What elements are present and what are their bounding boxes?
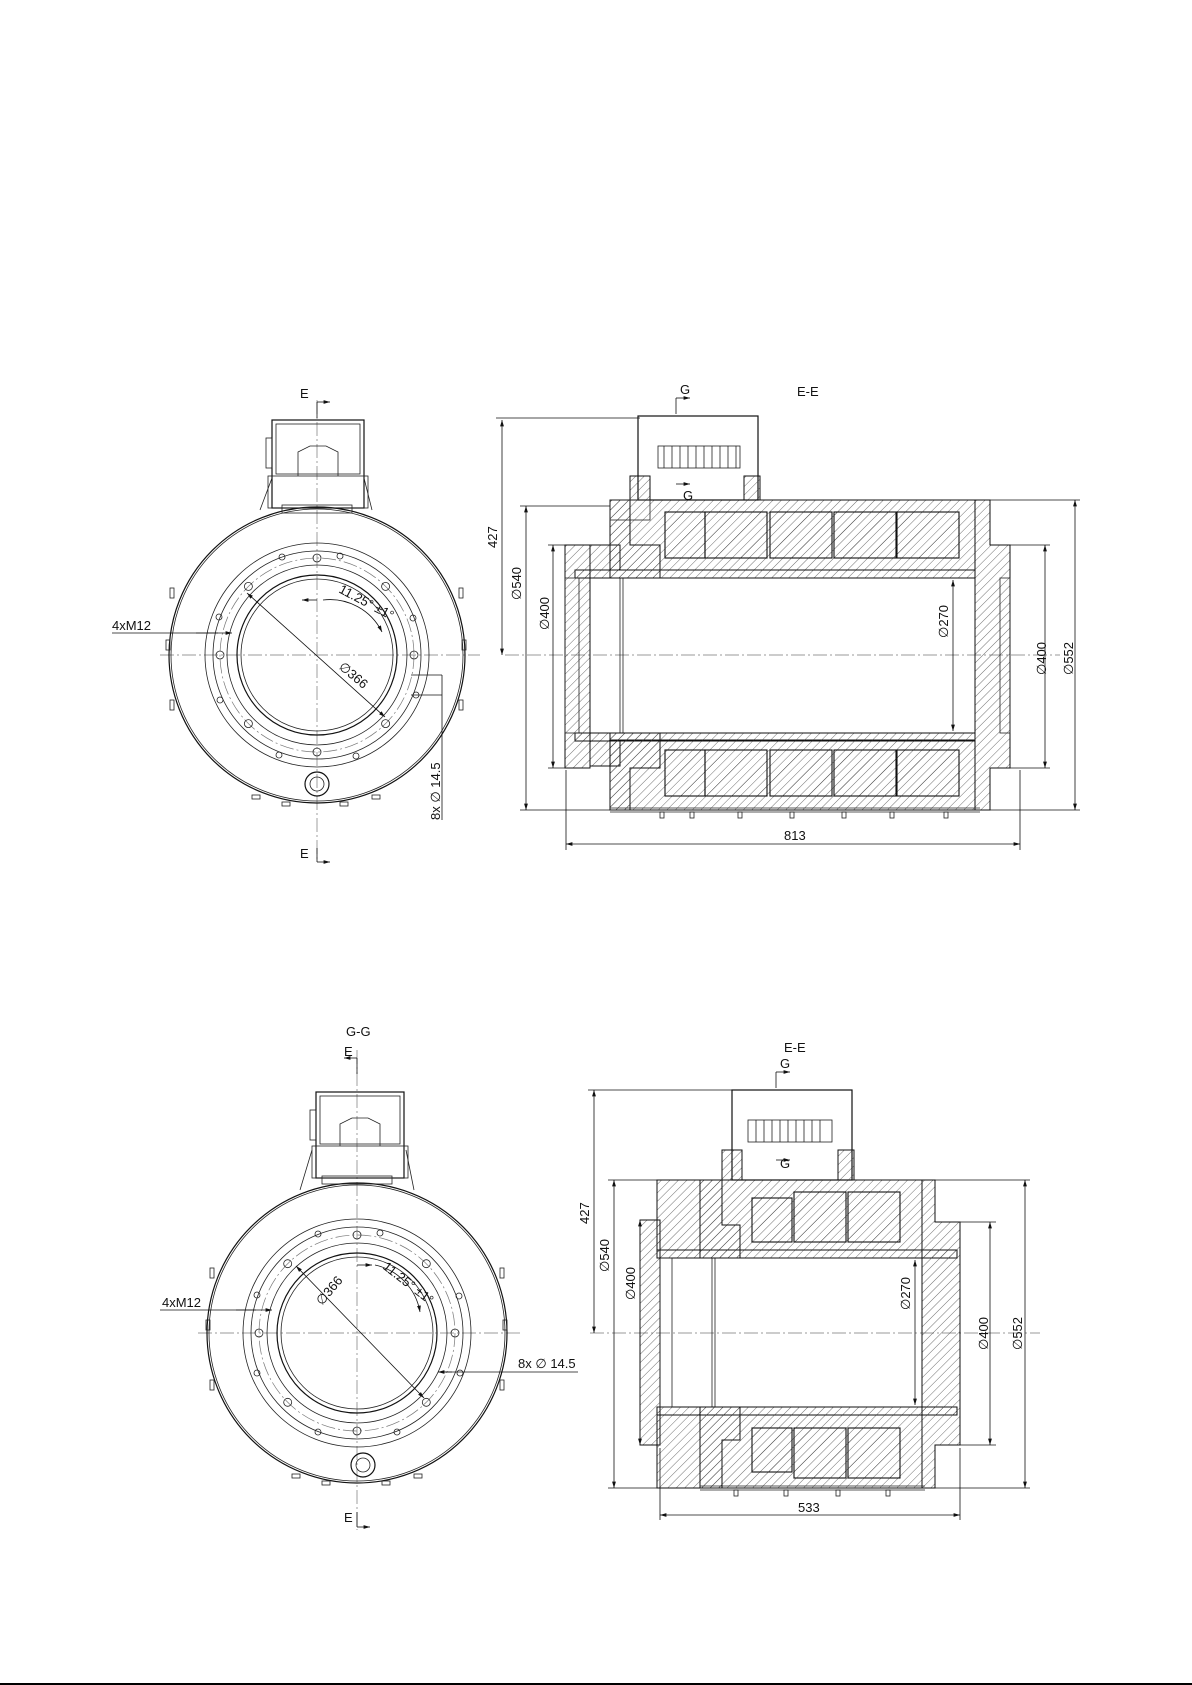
- svg-text:∅400: ∅400: [976, 1317, 991, 1350]
- section-title-e-e: E-E: [797, 384, 819, 399]
- section-marker-g-inner-2: G: [780, 1156, 790, 1171]
- hole-callout-label: 8x ∅ 14.5: [428, 762, 443, 820]
- section-marker-g: G: [680, 382, 690, 397]
- dim-dia-552-2: ∅552: [1010, 1317, 1025, 1350]
- dim-dia-400-left-2: ∅400: [623, 1267, 638, 1300]
- section-marker-e-top: E: [300, 386, 309, 401]
- dim-length-533: 533: [798, 1500, 820, 1515]
- hole-callout-label-2: 8x ∅ 14.5: [518, 1356, 576, 1371]
- dim-dia-540: ∅540: [509, 567, 524, 600]
- dim-dia-270-2: ∅270: [898, 1277, 913, 1310]
- section-marker-g-2: G: [780, 1056, 790, 1071]
- dim-dia-400-left: ∅400: [537, 597, 552, 630]
- section-marker-e-bottom: E: [300, 846, 309, 861]
- svg-text:∅400: ∅400: [623, 1267, 638, 1300]
- dim-height-427-2: 427: [577, 1202, 592, 1224]
- bottom-front-view: [160, 1050, 578, 1530]
- dim-length-813: 813: [784, 828, 806, 843]
- section-title-e-e-2: E-E: [784, 1040, 806, 1055]
- dim-dia-540-2: ∅540: [597, 1239, 612, 1272]
- svg-text:∅552: ∅552: [1061, 642, 1076, 675]
- section-title-g-g: G-G: [346, 1024, 371, 1039]
- svg-text:∅552: ∅552: [1010, 1317, 1025, 1350]
- svg-text:∅366: ∅366: [313, 1273, 346, 1308]
- angle-callout: 11.25° ±1°: [337, 581, 397, 622]
- bottom-section-view: [588, 1072, 1040, 1520]
- dim-dia-552: ∅552: [1061, 642, 1076, 675]
- svg-text:∅540: ∅540: [509, 567, 524, 600]
- section-marker-g-inner: G: [683, 488, 693, 503]
- svg-text:∅400: ∅400: [537, 597, 552, 630]
- bore-diameter-label-2: ∅366: [313, 1273, 346, 1308]
- svg-text:∅366: ∅366: [336, 659, 371, 692]
- svg-text:∅270: ∅270: [898, 1277, 913, 1310]
- section-marker-e-bottom-2: E: [344, 1510, 353, 1525]
- thread-callout: 4xM12: [112, 618, 151, 633]
- thread-callout-2: 4xM12: [162, 1295, 201, 1310]
- dim-dia-400-right-2: ∅400: [976, 1317, 991, 1350]
- svg-text:∅540: ∅540: [597, 1239, 612, 1272]
- dim-height-427: 427: [485, 526, 500, 548]
- section-marker-e-top-2: E: [344, 1044, 353, 1059]
- top-section-view: [496, 398, 1080, 850]
- dim-dia-400-right: ∅400: [1034, 642, 1049, 675]
- svg-text:8x ∅ 14.5: 8x ∅ 14.5: [428, 762, 443, 820]
- bore-diameter-label: ∅366: [336, 659, 371, 692]
- svg-text:∅400: ∅400: [1034, 642, 1049, 675]
- dim-dia-270: ∅270: [936, 605, 951, 638]
- svg-text:∅270: ∅270: [936, 605, 951, 638]
- svg-text:8x ∅ 14.5: 8x ∅ 14.5: [518, 1356, 576, 1371]
- top-front-view: [112, 400, 480, 862]
